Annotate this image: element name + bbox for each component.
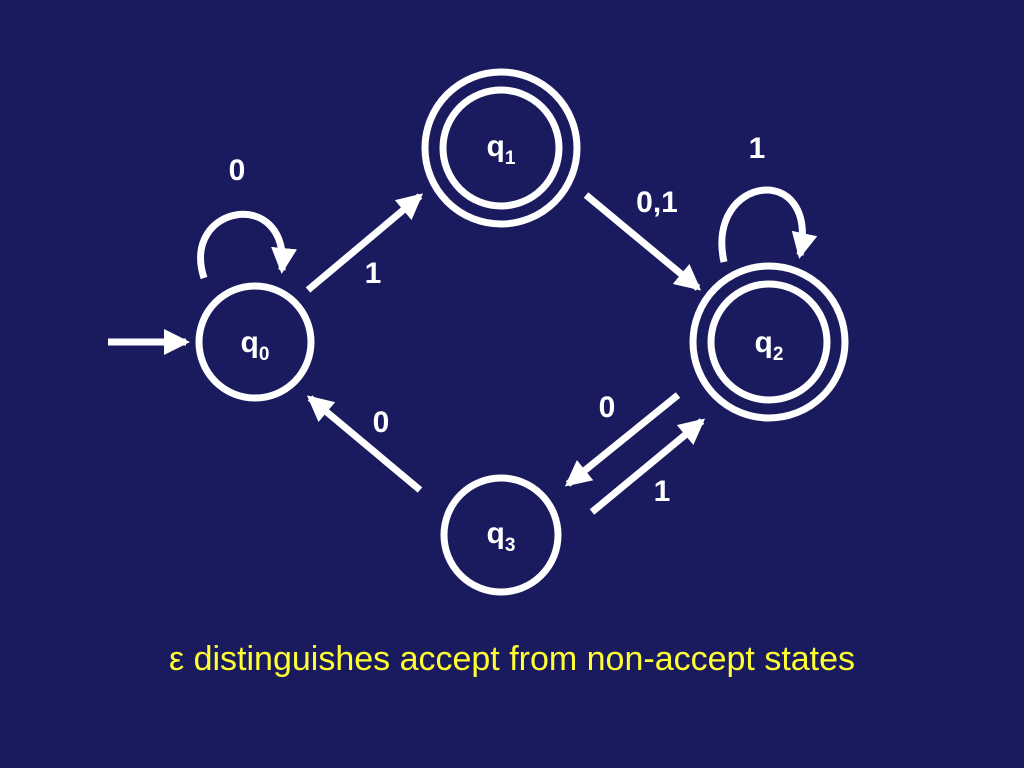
edge-label-q3-q0: 0 — [373, 406, 390, 439]
state-label-q3: q3 — [487, 517, 516, 556]
state-label-q2: q2 — [755, 326, 784, 365]
edge-label-q0-q1: 1 — [365, 257, 382, 290]
state-q2: q2 — [689, 262, 849, 422]
state-inner-circle-q2 — [707, 280, 831, 404]
edge-label-q1-q2: 0,1 — [636, 186, 678, 219]
edge-q3-q2 — [589, 418, 706, 515]
edge-label-q2-q2: 1 — [749, 132, 766, 165]
state-q3: q3 — [440, 474, 562, 596]
state-outer-circle-q2 — [689, 262, 849, 422]
state-circle-q0 — [195, 282, 315, 402]
edge-label-q3-q2: 1 — [654, 475, 671, 508]
edge-q2-q3 — [564, 392, 681, 487]
self-loop-q2 — [718, 186, 818, 263]
state-q0: q0 — [195, 282, 315, 402]
state-label-q1: q1 — [487, 130, 516, 169]
state-q1: q1 — [421, 68, 581, 228]
state-inner-circle-q1 — [439, 86, 563, 210]
edge-q1-q2 — [583, 192, 702, 291]
caption-text: ε distinguishes accept from non-accept s… — [168, 640, 856, 678]
self-loop-q0 — [197, 210, 297, 280]
edge-q3-q0 — [306, 395, 423, 493]
state-circle-q3 — [440, 474, 562, 596]
edge-q0-q1 — [305, 193, 424, 293]
state-outer-circle-q1 — [421, 68, 581, 228]
state-label-q0: q0 — [241, 326, 270, 365]
edge-label-q2-q3: 0 — [599, 391, 616, 424]
edge-label-q0-q0: 0 — [229, 154, 246, 187]
